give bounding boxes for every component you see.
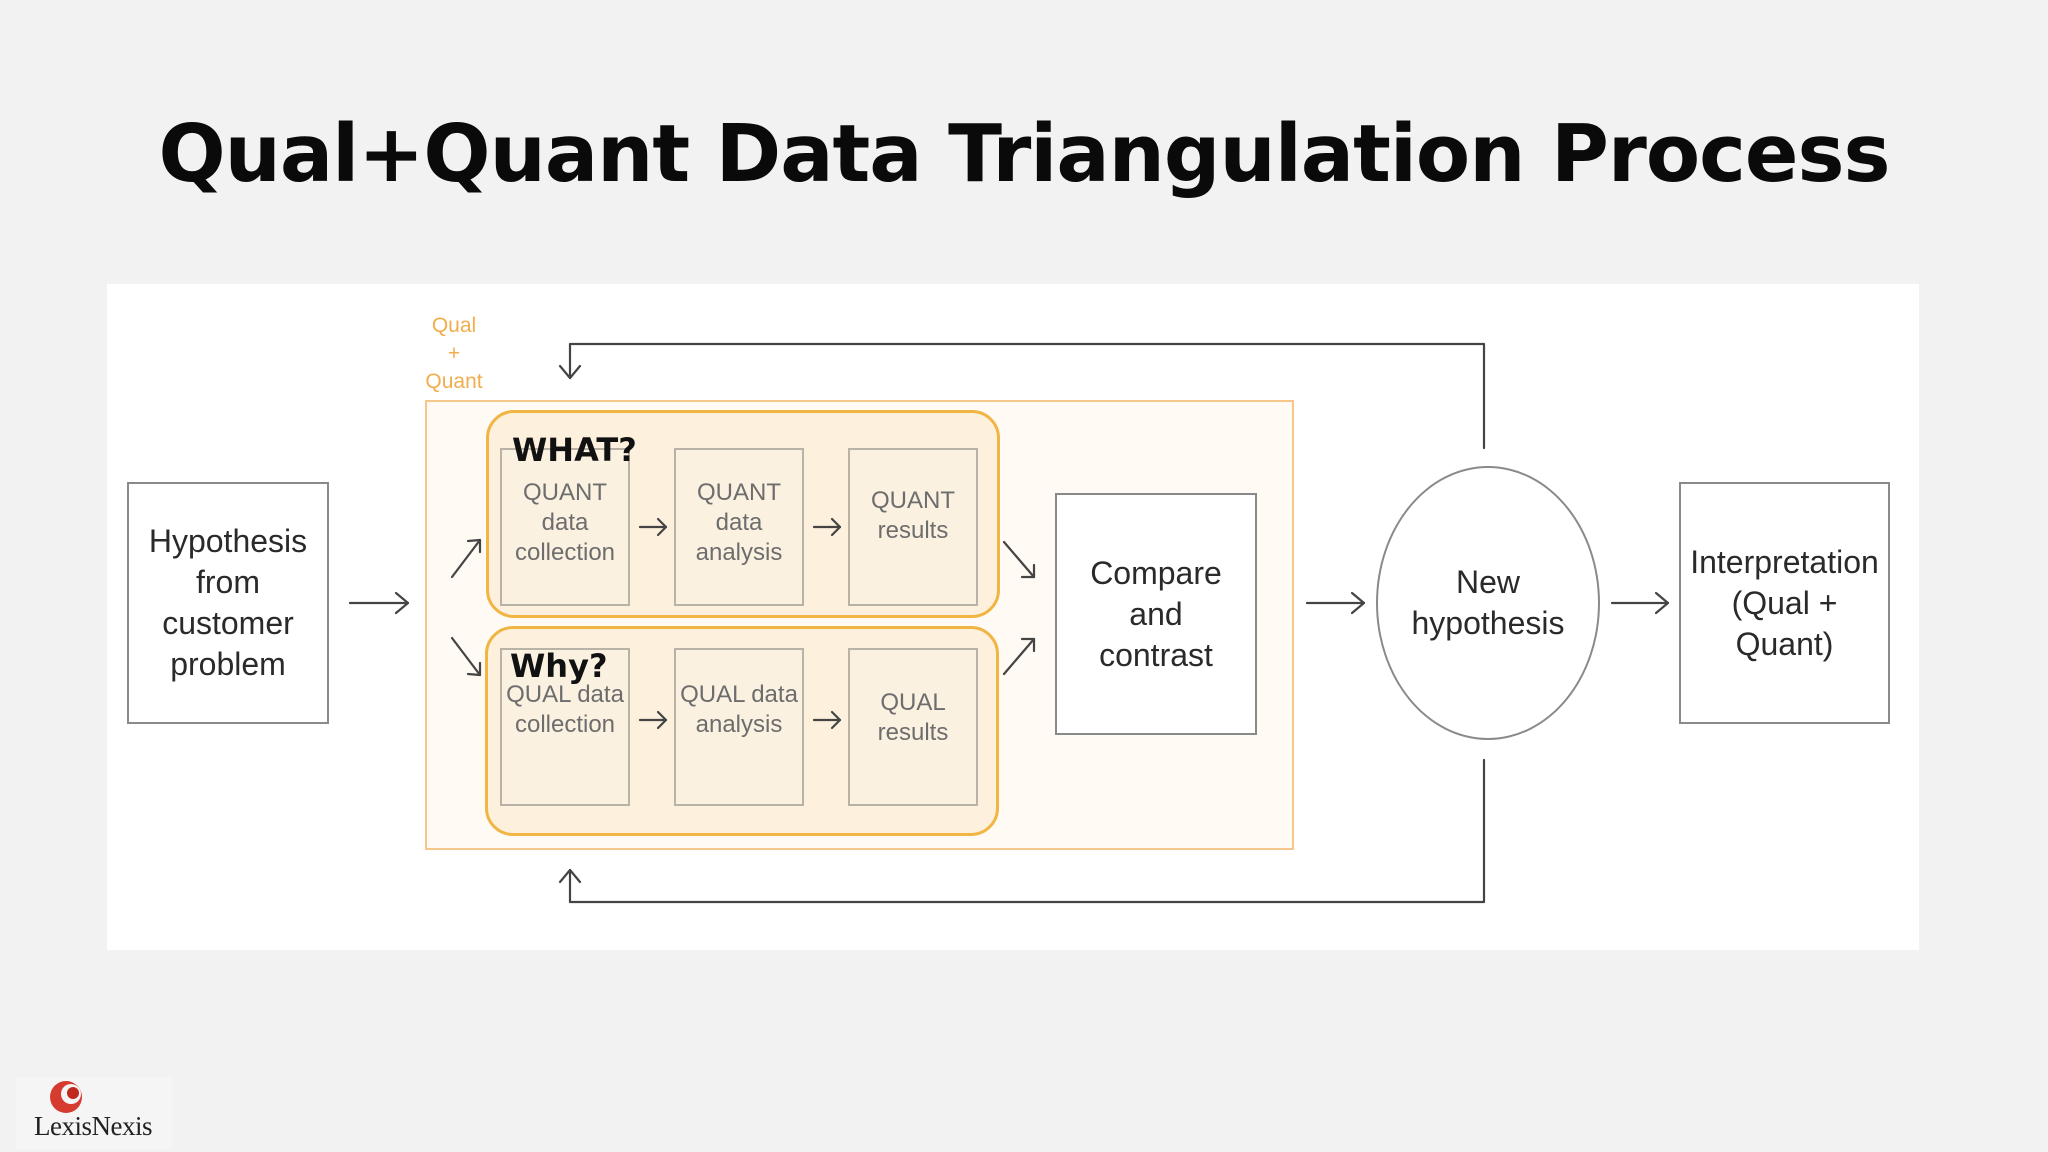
quant-results-box: QUANT results [848, 448, 978, 606]
slide-title: Qual+Quant Data Triangulation Process [158, 108, 1890, 200]
qual-results-box: QUAL results [848, 648, 978, 806]
arrow-diag-up-right [1002, 637, 1036, 676]
why-tag: Why? [510, 647, 608, 685]
logo-text: LexisNexis [34, 1111, 152, 1141]
new-hypothesis-node: New hypothesis [1376, 466, 1600, 740]
qual-quant-label: Qual + Quant [425, 314, 483, 393]
quant-collection-box: QUANT data collection [500, 448, 630, 606]
arrow-diag-up-left [450, 538, 482, 579]
qual-analysis-box: QUAL data analysis [674, 648, 804, 806]
arrow-diag-down-right [1002, 540, 1036, 579]
what-tag: WHAT? [512, 431, 637, 469]
feedback-line-bottom [568, 758, 1486, 904]
feedback-line-top [568, 342, 1486, 450]
arrow-diag-down-left [450, 636, 482, 677]
lexisnexis-mark-icon [50, 1081, 82, 1113]
hypothesis-box: Hypothesis from customer problem [127, 482, 329, 724]
interpretation-box: Interpretation (Qual + Quant) [1679, 482, 1890, 724]
compare-contrast-box: Compare and contrast [1055, 493, 1257, 735]
quant-analysis-box: QUANT data analysis [674, 448, 804, 606]
qual-collection-box: QUAL data collection [500, 648, 630, 806]
lexisnexis-logo: LexisNexis [16, 1077, 172, 1149]
